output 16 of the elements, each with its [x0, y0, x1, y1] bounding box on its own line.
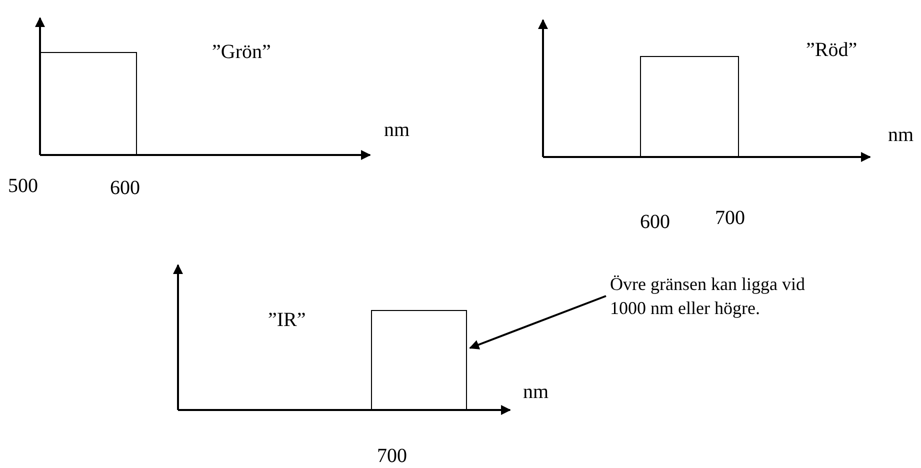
tick-label: 500 [8, 176, 38, 196]
tick-label: 600 [110, 178, 140, 198]
annotation-text: Övre gränsen kan ligga vid 1000 nm eller högre. [610, 272, 825, 320]
unit-label: nm [888, 125, 914, 145]
pass-band-box [640, 56, 739, 158]
band-label: ”Röd” [806, 40, 858, 60]
band-label: ”IR” [268, 310, 306, 330]
pass-band-box [371, 310, 467, 411]
pass-band-box [40, 52, 137, 156]
band-label: ”Grön” [212, 42, 271, 62]
unit-label: nm [523, 382, 549, 402]
tick-label: 600 [640, 212, 670, 232]
leader-line [469, 295, 606, 350]
unit-label: nm [384, 120, 410, 140]
tick-label: 700 [715, 208, 745, 228]
tick-label: 700 [377, 446, 407, 466]
